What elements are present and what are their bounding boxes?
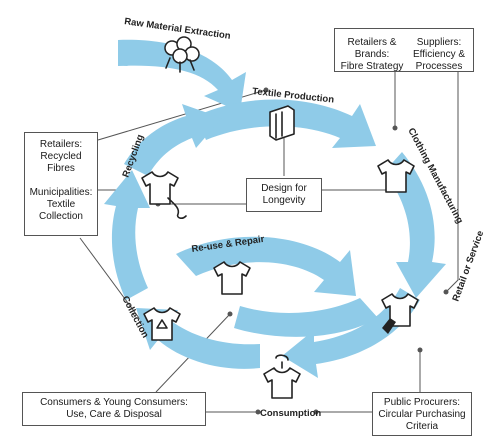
suppliers-label: Suppliers: Efficiency & Processes <box>412 37 466 72</box>
public-procurers-box: Public Procurers: Circular Purchasing Cr… <box>372 392 472 436</box>
price-tag-icon <box>381 293 419 334</box>
arrow-collection-to-recycling <box>104 170 150 300</box>
arrow-retail-to-consumption <box>282 288 420 378</box>
stage-consumption: Consumption <box>260 408 321 419</box>
fabric-icon <box>269 105 295 141</box>
retailers-brands-label: Retailers & Brands: Fibre Strategy <box>340 37 404 72</box>
thread-icon <box>141 171 187 219</box>
cotton-icon <box>164 36 200 73</box>
retailers-recycled-box: Retailers: Recycled Fibres Municipalitie… <box>24 132 98 236</box>
design-longevity-box: Design for Longevity <box>246 178 322 212</box>
raw-material-arrow <box>118 39 246 112</box>
brands-suppliers-box: Retailers & Brands: Fibre Strategy Suppl… <box>334 28 474 72</box>
hanger-icon <box>263 354 301 399</box>
tshirt-icon <box>377 159 415 193</box>
consumers-box: Consumers & Young Consumers: Use, Care &… <box>22 392 206 426</box>
stage-raw-material: Raw Material Extraction <box>124 16 232 42</box>
stage-retail: Retail or Service <box>450 229 486 303</box>
arrow-reuse-loop <box>176 236 356 296</box>
cycle-arrows <box>104 39 446 378</box>
reuse-tshirt-icon <box>213 261 251 295</box>
arrow-recycling-to-textile <box>124 104 222 176</box>
arrow-reuse-return <box>234 298 378 337</box>
recycle-icon <box>143 307 181 341</box>
